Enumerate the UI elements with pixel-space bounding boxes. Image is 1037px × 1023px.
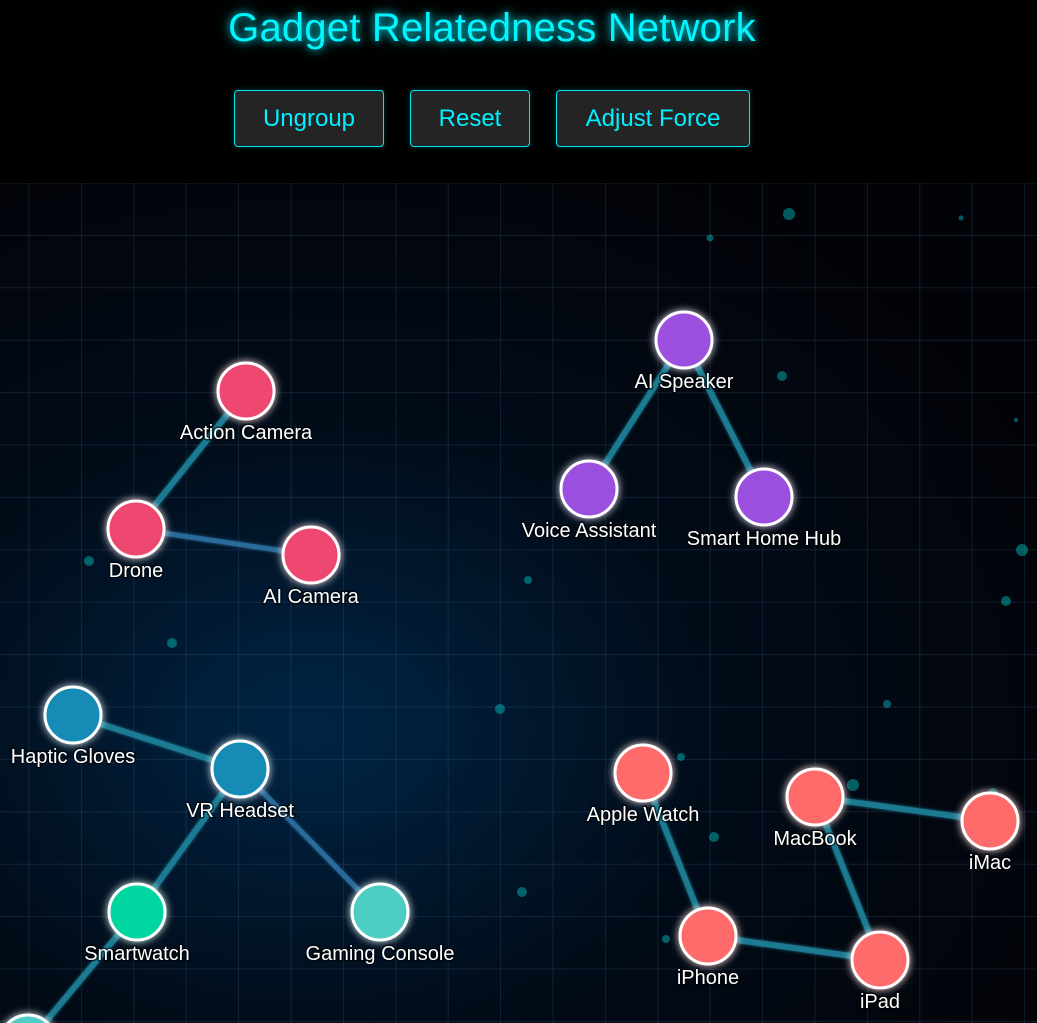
node-label: iPhone — [677, 967, 739, 989]
node-label: Action Camera — [180, 422, 313, 444]
ungroup-button[interactable]: Ungroup — [234, 90, 384, 147]
node-circle[interactable] — [654, 310, 714, 370]
node-action-camera[interactable]: Action Camera — [178, 361, 315, 446]
node-ipad[interactable]: iPad — [850, 930, 910, 1015]
node-circle[interactable] — [613, 743, 673, 803]
node-imac[interactable]: iMac — [960, 791, 1020, 876]
node-label: AI Speaker — [635, 371, 734, 393]
node-iphone[interactable]: iPhone — [675, 906, 741, 991]
node-circle[interactable] — [0, 1013, 56, 1023]
background-particles — [84, 208, 1028, 943]
particle — [1014, 418, 1018, 422]
node-apple-watch[interactable]: Apple Watch — [585, 743, 701, 828]
particle — [495, 704, 505, 714]
node-circle[interactable] — [785, 767, 845, 827]
node-label: iPad — [860, 991, 900, 1013]
adjust-force-button[interactable]: Adjust Force — [556, 90, 750, 147]
node-label: Voice Assistant — [522, 520, 657, 542]
particle — [783, 208, 795, 220]
particle — [958, 215, 964, 221]
node-circle[interactable] — [43, 685, 103, 745]
node-label: Haptic Gloves — [11, 746, 136, 768]
node-label: AI Camera — [263, 586, 359, 608]
node-ai-speaker[interactable]: AI Speaker — [633, 310, 735, 395]
node-circle[interactable] — [210, 739, 270, 799]
node-macbook[interactable]: MacBook — [772, 767, 859, 852]
reset-button[interactable]: Reset — [410, 90, 530, 147]
node-circle[interactable] — [107, 882, 167, 942]
node-circle[interactable] — [216, 361, 276, 421]
particle — [167, 638, 177, 648]
node-label: VR Headset — [186, 800, 294, 822]
node-circle[interactable] — [678, 906, 738, 966]
node-drone[interactable]: Drone — [106, 499, 166, 584]
node-gaming-console[interactable]: Gaming Console — [304, 882, 456, 967]
background-grid — [0, 183, 1037, 1023]
particle — [709, 832, 719, 842]
particle — [677, 753, 685, 761]
particle — [777, 371, 787, 381]
node-voice-assistant[interactable]: Voice Assistant — [520, 459, 658, 544]
links-layer — [40, 338, 991, 1023]
node-smart-home-hub[interactable]: Smart Home Hub — [685, 467, 843, 552]
node-circle[interactable] — [559, 459, 619, 519]
node-vr-headset[interactable]: VR Headset — [185, 739, 296, 824]
particle — [662, 935, 670, 943]
node-label: MacBook — [773, 828, 857, 850]
node-label: Drone — [109, 560, 163, 582]
node-ai-camera[interactable]: AI Camera — [262, 525, 361, 610]
node-label: Smartwatch — [84, 943, 190, 965]
node-circle[interactable] — [350, 882, 410, 942]
node-haptic-gloves[interactable]: Haptic Gloves — [9, 685, 137, 770]
node-smartwatch[interactable]: Smartwatch — [83, 882, 191, 967]
particle — [517, 887, 527, 897]
particle — [847, 779, 859, 791]
particle — [524, 576, 532, 584]
particle — [1001, 596, 1011, 606]
particle — [883, 700, 891, 708]
node-circle[interactable] — [281, 525, 341, 585]
particle — [706, 234, 714, 242]
node-circle[interactable] — [106, 499, 166, 559]
node-circle[interactable] — [960, 791, 1020, 851]
node-circle[interactable] — [850, 930, 910, 990]
node-label: Gaming Console — [306, 943, 455, 965]
node-label: Smart Home Hub — [687, 528, 842, 550]
link-vr-headset-gaming-console — [238, 767, 382, 914]
node-label: iMac — [969, 852, 1011, 874]
node-circle[interactable] — [734, 467, 794, 527]
node-label: Apple Watch — [587, 804, 700, 826]
particle — [84, 556, 94, 566]
page-title: Gadget Relatedness Network — [228, 6, 756, 50]
particle — [1016, 544, 1028, 556]
node-offscreen[interactable] — [0, 1013, 56, 1023]
